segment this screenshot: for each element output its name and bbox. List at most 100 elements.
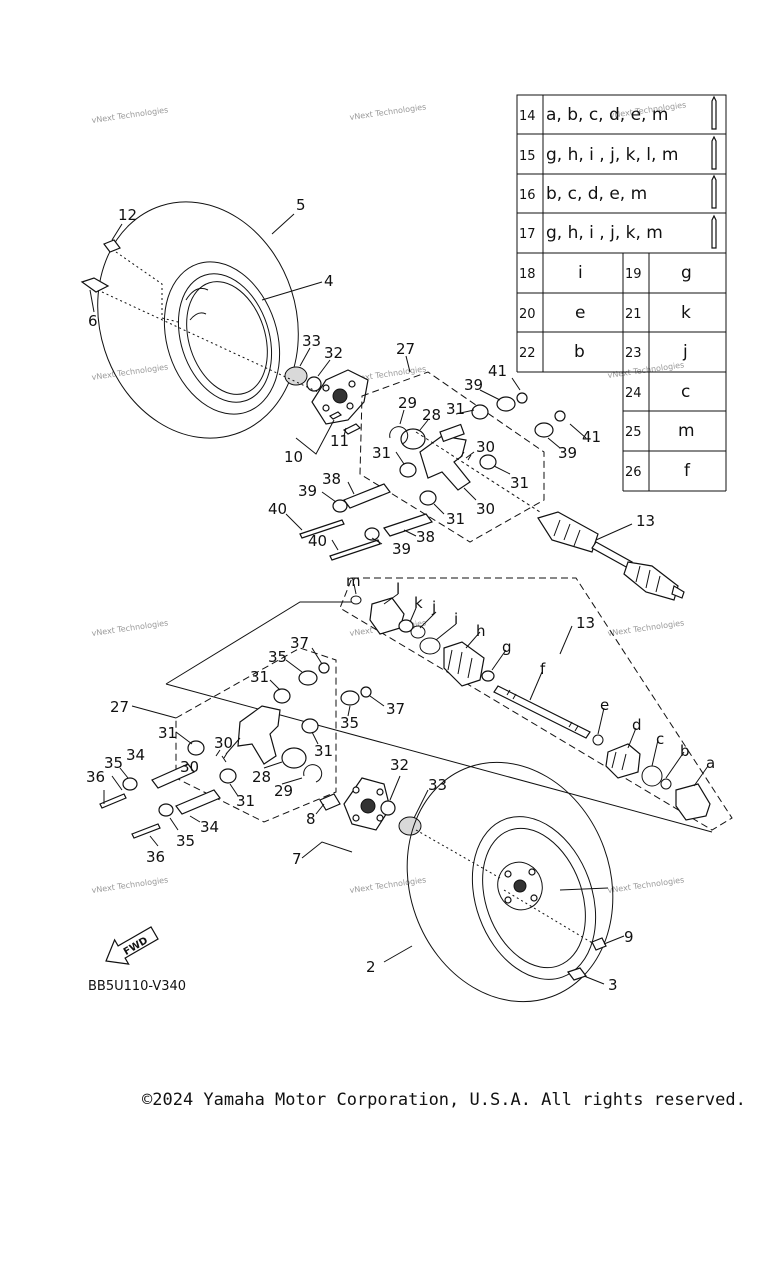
upper-nut-41a <box>516 392 528 404</box>
lower-knuckle <box>187 688 319 784</box>
upper-knuckle <box>399 404 497 506</box>
label-7: 7 <box>292 850 302 868</box>
lower-bearing-28 <box>281 747 307 769</box>
watermark-text: vNext Technologies <box>91 618 169 638</box>
watermark-text: vNext Technologies <box>349 102 427 122</box>
lower-washer-35c <box>122 777 138 791</box>
watermark-text: vNext Technologies <box>91 875 169 895</box>
stud-8 <box>319 793 341 811</box>
lower-nut-37a <box>318 662 330 674</box>
upper-bearing-28 <box>400 428 426 450</box>
label-35-lower-b: 35 <box>340 714 359 732</box>
label-letter-b: b <box>680 742 690 760</box>
legend-num-23: 23 <box>625 346 642 361</box>
grease-tube-icon <box>711 135 717 170</box>
diagram-code: BB5U110-V340 <box>88 979 186 994</box>
label-letter-k: k <box>414 594 423 612</box>
watermark-text: vNext Technologies <box>607 360 685 380</box>
label-letter-c: c <box>656 730 664 748</box>
label-30-lower-b: 30 <box>180 758 199 776</box>
label-letter-d: d <box>632 716 642 734</box>
label-31-lower-d: 31 <box>236 792 255 810</box>
legend-num-15: 15 <box>519 149 536 164</box>
label-letter-f: f <box>540 660 546 678</box>
upper-hub <box>311 369 369 425</box>
legend-num-19: 19 <box>625 267 642 282</box>
label-36-lower-b: 36 <box>146 848 165 866</box>
upper-bolt-40a <box>299 519 345 539</box>
upper-circlip-29 <box>389 426 409 445</box>
lower-bolt-36a <box>99 793 127 809</box>
label-13-upper: 13 <box>636 512 655 530</box>
upper-pin-38a <box>343 483 391 509</box>
legend-table: 14 a, b, c, d, e, m 15 g, h, i , j, k, l… <box>516 94 727 492</box>
legend-parts-14: a, b, c, d, e, m <box>546 105 668 125</box>
label-40-upper-a: 40 <box>268 500 287 518</box>
label-37-lower-a: 37 <box>290 634 309 652</box>
legend-part-21: k <box>681 303 691 323</box>
legend-part-23: j <box>682 342 688 362</box>
label-38-upper-b: 38 <box>416 528 435 546</box>
watermark-text: vNext Technologies <box>607 618 685 638</box>
upper-nut <box>306 376 322 392</box>
label-29-upper: 29 <box>398 394 417 412</box>
label-4: 4 <box>324 272 334 290</box>
label-31-lower-b: 31 <box>158 724 177 742</box>
label-letter-e: e <box>600 696 609 714</box>
legend-part-25: m <box>678 421 695 441</box>
label-5: 5 <box>296 196 306 214</box>
label-32-upper: 32 <box>324 344 343 362</box>
label-2: 2 <box>366 958 376 976</box>
grease-tube-icon <box>711 214 717 249</box>
label-9: 9 <box>624 928 634 946</box>
legend-num-14: 14 <box>519 109 536 124</box>
upper-tire <box>97 201 299 439</box>
label-35-lower-a: 35 <box>268 648 287 666</box>
label-letter-m: m <box>346 572 361 590</box>
label-30-lower-a: 30 <box>214 734 233 752</box>
label-31-upper-c: 31 <box>510 474 529 492</box>
label-letter-l: l <box>396 580 400 598</box>
copyright-notice: ©2024 Yamaha Motor Corporation, U.S.A. A… <box>142 1090 746 1110</box>
lower-nut-37b <box>360 686 372 698</box>
label-35-lower-d: 35 <box>176 832 195 850</box>
label-31-upper-b: 31 <box>372 444 391 462</box>
part-number-labels: 12 5 4 6 33 32 27 10 11 29 28 31 39 41 3… <box>86 196 655 994</box>
upper-arm-group-box <box>359 371 545 543</box>
label-41-upper-b: 41 <box>582 428 601 446</box>
label-33-lower: 33 <box>428 776 447 794</box>
letter-labels: m l k j i h g f e d c b a <box>346 572 715 772</box>
legend-num-25: 25 <box>625 425 642 440</box>
label-39-upper-c: 39 <box>392 540 411 558</box>
label-28-lower: 28 <box>252 768 271 786</box>
hub-bolt-11 <box>342 423 362 435</box>
label-10: 10 <box>284 448 303 466</box>
fwd-arrow-icon: FWD <box>105 926 159 965</box>
label-letter-j: j <box>431 598 436 616</box>
label-8: 8 <box>306 810 316 828</box>
legend-num-17: 17 <box>519 227 536 242</box>
lower-nut-32 <box>380 800 396 816</box>
legend-parts-15: g, h, i , j, k, l, m <box>546 145 678 165</box>
legend-num-24: 24 <box>625 386 642 401</box>
label-36-lower-a: 36 <box>86 768 105 786</box>
lower-bolt-36b <box>131 823 161 839</box>
label-27-lower: 27 <box>110 698 129 716</box>
lower-seal-33 <box>398 816 422 836</box>
label-letter-h: h <box>476 622 486 640</box>
lower-hub <box>343 777 391 831</box>
watermark-text: vNext Technologies <box>349 875 427 895</box>
lower-tire <box>406 761 614 1003</box>
label-30-upper-a: 30 <box>476 438 495 456</box>
legend-part-19: g <box>681 263 692 283</box>
label-34-lower-a: 34 <box>126 746 145 764</box>
lug-nut-12 <box>103 239 121 253</box>
label-31-upper-a: 31 <box>446 400 465 418</box>
label-31-lower-c: 31 <box>314 742 333 760</box>
lug-nut-9 <box>591 937 607 951</box>
legend-num-20: 20 <box>519 307 536 322</box>
label-letter-i: i <box>454 610 458 628</box>
label-27-upper: 27 <box>396 340 415 358</box>
watermark-text: vNext Technologies <box>607 875 685 895</box>
